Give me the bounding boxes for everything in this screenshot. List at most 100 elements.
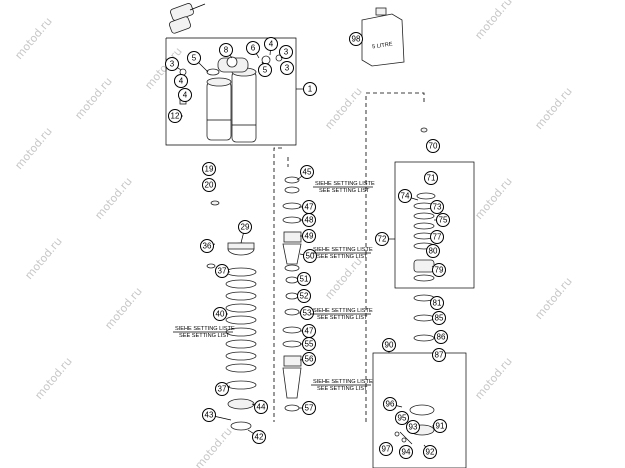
callout-circle: [423, 445, 437, 459]
callout-80: 80: [426, 244, 440, 258]
callout-number: 85: [435, 314, 444, 323]
note-line-de: SIEHE SETTING LISTE: [175, 326, 235, 332]
upper-fittings: [168, 3, 206, 34]
callout-92: 92: [423, 445, 437, 459]
callout-circle: [238, 220, 252, 234]
callout-number: 71: [427, 174, 436, 183]
callout-number: 94: [402, 448, 411, 457]
callout-number: 4: [179, 77, 184, 86]
note-line-de: SIEHE SETTING LISTE: [313, 379, 373, 385]
callout-45: 45: [300, 165, 314, 179]
callout-circle: [432, 263, 446, 277]
dashed-guide-left: [273, 147, 282, 422]
note-line-en: SEE SETTING LIST: [317, 254, 368, 260]
callout-1: 1: [303, 82, 317, 96]
callout-circle: [434, 330, 448, 344]
callout-number: 4: [183, 91, 188, 100]
callout-circle: [215, 382, 229, 396]
callout-number: 53: [303, 309, 312, 318]
canister-label: 5 LITRE: [372, 42, 393, 51]
callout-number: 79: [435, 266, 444, 275]
callout-8: 8: [219, 43, 233, 57]
callout-number: 3: [284, 48, 289, 57]
callout-number: 81: [433, 299, 442, 308]
watermark-text: motod.ru: [32, 355, 74, 402]
callout-number: 98: [352, 35, 361, 44]
callout-93: 93: [406, 420, 420, 434]
box-piston-assembly: [394, 161, 475, 289]
callout-number: 19: [205, 165, 214, 174]
callout-44: 44: [254, 400, 268, 414]
callout-number: 36: [203, 242, 212, 251]
callout-number: 97: [382, 445, 391, 454]
callout-circle: [426, 244, 440, 258]
callout-36: 36: [200, 239, 214, 253]
callout-4: 4: [264, 37, 278, 51]
callout-75: 75: [436, 213, 450, 227]
box-seal-assembly: [372, 352, 467, 468]
spring-stack-left: [204, 200, 257, 431]
callout-56: 56: [302, 352, 316, 366]
callout-circle: [430, 200, 444, 214]
watermark-text: motod.ru: [22, 235, 64, 282]
callout-circle: [202, 178, 216, 192]
callout-57: 57: [302, 401, 316, 415]
callout-19: 19: [202, 162, 216, 176]
watermark-text: motod.ru: [12, 125, 54, 172]
note-line-de: SIEHE SETTING LISTE: [313, 308, 373, 314]
watermark-text: motod.ru: [532, 85, 574, 132]
callout-circle: [300, 165, 314, 179]
watermark-text: motod.ru: [72, 75, 114, 122]
callout-number: 3: [285, 64, 290, 73]
callout-81: 81: [430, 296, 444, 310]
callout-number: 49: [305, 232, 314, 241]
callout-number: 55: [305, 340, 314, 349]
callout-circle: [178, 88, 192, 102]
callout-circle: [258, 63, 272, 77]
callout-4: 4: [174, 74, 188, 88]
callout-circle: [168, 109, 182, 123]
callout-5: 5: [187, 51, 201, 65]
watermark-text: motod.ru: [322, 255, 364, 302]
callout-40: 40: [213, 307, 227, 321]
callout-number: 90: [385, 341, 394, 350]
callout-number: 86: [437, 333, 446, 342]
callout-circle: [399, 445, 413, 459]
callout-79: 79: [432, 263, 446, 277]
watermark-text: motod.ru: [472, 0, 514, 42]
callout-52: 52: [297, 289, 311, 303]
oil-canister: 5 LITRE: [361, 7, 405, 67]
callout-circle: [395, 411, 409, 425]
callout-87: 87: [432, 348, 446, 362]
callout-circle: [426, 139, 440, 153]
callout-circle: [246, 41, 260, 55]
callout-number: 50: [306, 252, 315, 261]
callout-circle: [432, 311, 446, 325]
callout-number: 77: [433, 233, 442, 242]
shock-body: [206, 56, 257, 143]
callout-53: 53: [300, 306, 314, 320]
watermark-text: motod.ru: [472, 355, 514, 402]
note-line-en: SEE SETTING LIST: [179, 333, 230, 339]
callout-70: 70: [426, 139, 440, 153]
callout-circle: [254, 400, 268, 414]
callout-number: 44: [257, 403, 266, 412]
callout-42: 42: [252, 430, 266, 444]
callout-51: 51: [297, 272, 311, 286]
callout-number: 47: [305, 327, 314, 336]
callout-circle: [297, 289, 311, 303]
callout-circle: [302, 352, 316, 366]
callout-circle: [349, 32, 363, 46]
watermark-text: motod.ru: [322, 85, 364, 132]
callout-77: 77: [430, 230, 444, 244]
callout-circle: [202, 408, 216, 422]
callout-circle: [279, 45, 293, 59]
callout-number: 12: [171, 112, 180, 121]
callout-number: 6: [251, 44, 256, 53]
callout-47: 47: [302, 200, 316, 214]
callout-number: 75: [439, 216, 448, 225]
callout-47: 47: [302, 324, 316, 338]
